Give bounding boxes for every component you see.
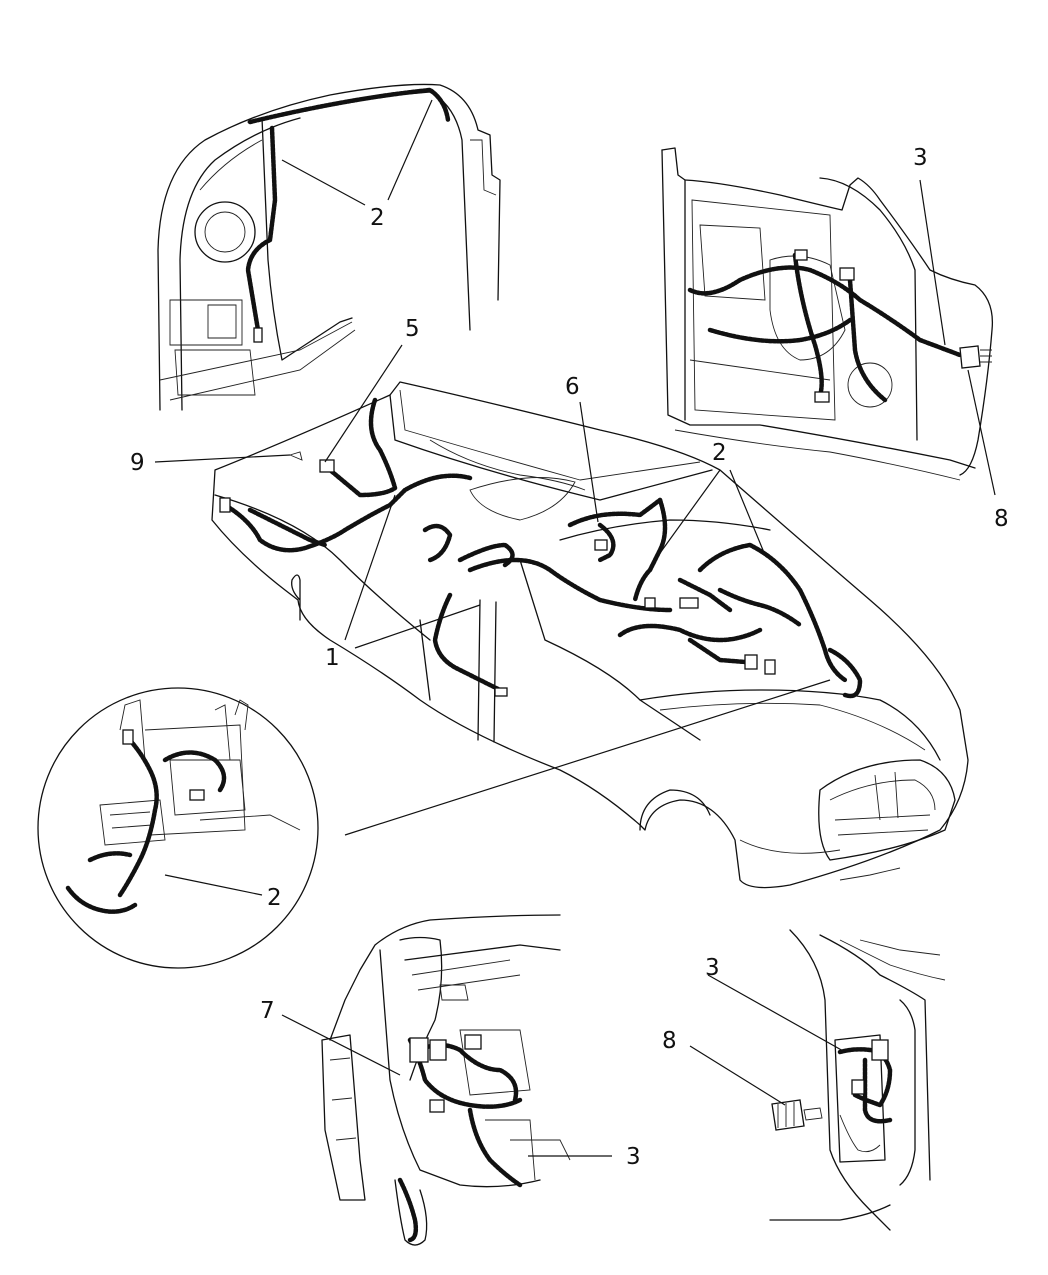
dash-view: 7 3 — [260, 914, 641, 1246]
callout-3-door: 3 — [913, 145, 928, 171]
callout-1-body: 1 — [325, 645, 340, 671]
vehicle-body-view: 5 9 6 2 1 — [130, 316, 969, 889]
callout-8-door: 8 — [994, 506, 1009, 532]
callout-2-pillar: 2 — [370, 205, 385, 231]
callout-8-kick: 8 — [662, 1028, 677, 1054]
callout-3-kick: 3 — [705, 955, 720, 981]
kick-panel-view: 3 8 — [662, 929, 946, 1231]
callout-5-body: 5 — [405, 316, 420, 342]
circle-detail-view: 2 — [37, 687, 319, 969]
callout-3-dash: 3 — [626, 1144, 641, 1170]
callout-2-body: 2 — [712, 440, 727, 466]
callout-6-body: 6 — [565, 374, 580, 400]
callout-2-inset: 2 — [267, 885, 282, 911]
door-view: 3 8 — [661, 145, 1009, 532]
callout-9-body: 9 — [130, 450, 145, 476]
a-pillar-view: 2 — [157, 83, 501, 411]
callout-7-dash: 7 — [260, 998, 275, 1024]
